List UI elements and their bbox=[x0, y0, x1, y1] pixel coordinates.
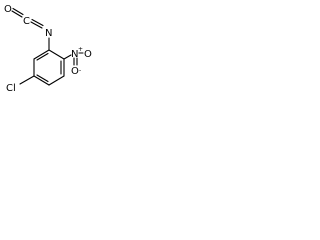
nitro-oxygen-bottom-label: O bbox=[71, 66, 79, 77]
nitro-plus-charge: + bbox=[78, 46, 83, 53]
ring-nitro-bond bbox=[63, 54, 72, 60]
isocyanate-group: O C N bbox=[4, 4, 52, 51]
nitro-oxygen-right-label: O bbox=[84, 49, 92, 60]
co-double-bond-b bbox=[12, 7, 24, 16]
ring-chlorine-bond bbox=[19, 75, 35, 85]
nitro-nitrogen-label: N bbox=[71, 49, 78, 60]
nitro-group: N + O O - bbox=[63, 46, 92, 77]
chlorine-label: Cl bbox=[6, 83, 16, 94]
isocyanate-carbon-label: C bbox=[23, 16, 30, 27]
isocyanate-nitrogen-label: N bbox=[45, 28, 52, 39]
ring-bond-4 bbox=[33, 75, 50, 86]
chlorine-substituent: Cl bbox=[6, 75, 35, 94]
benzene-ring bbox=[33, 49, 65, 86]
co-double-bond-a bbox=[11, 10, 23, 18]
ring-bond-1 bbox=[48, 49, 65, 60]
ring-bond-3 bbox=[48, 75, 65, 86]
ring-bond-4-inner bbox=[36, 74, 49, 83]
nitro-minus-charge: - bbox=[79, 67, 81, 74]
isocyanate-oxygen-label: O bbox=[4, 4, 12, 15]
ring-bond-6 bbox=[33, 49, 50, 60]
molecule-structure: O C N N + O O - Cl bbox=[4, 4, 92, 94]
cn-double-bond-a bbox=[30, 21, 43, 29]
cn-double-bond-b bbox=[31, 18, 44, 27]
ring-bond-6-inner bbox=[36, 52, 49, 61]
